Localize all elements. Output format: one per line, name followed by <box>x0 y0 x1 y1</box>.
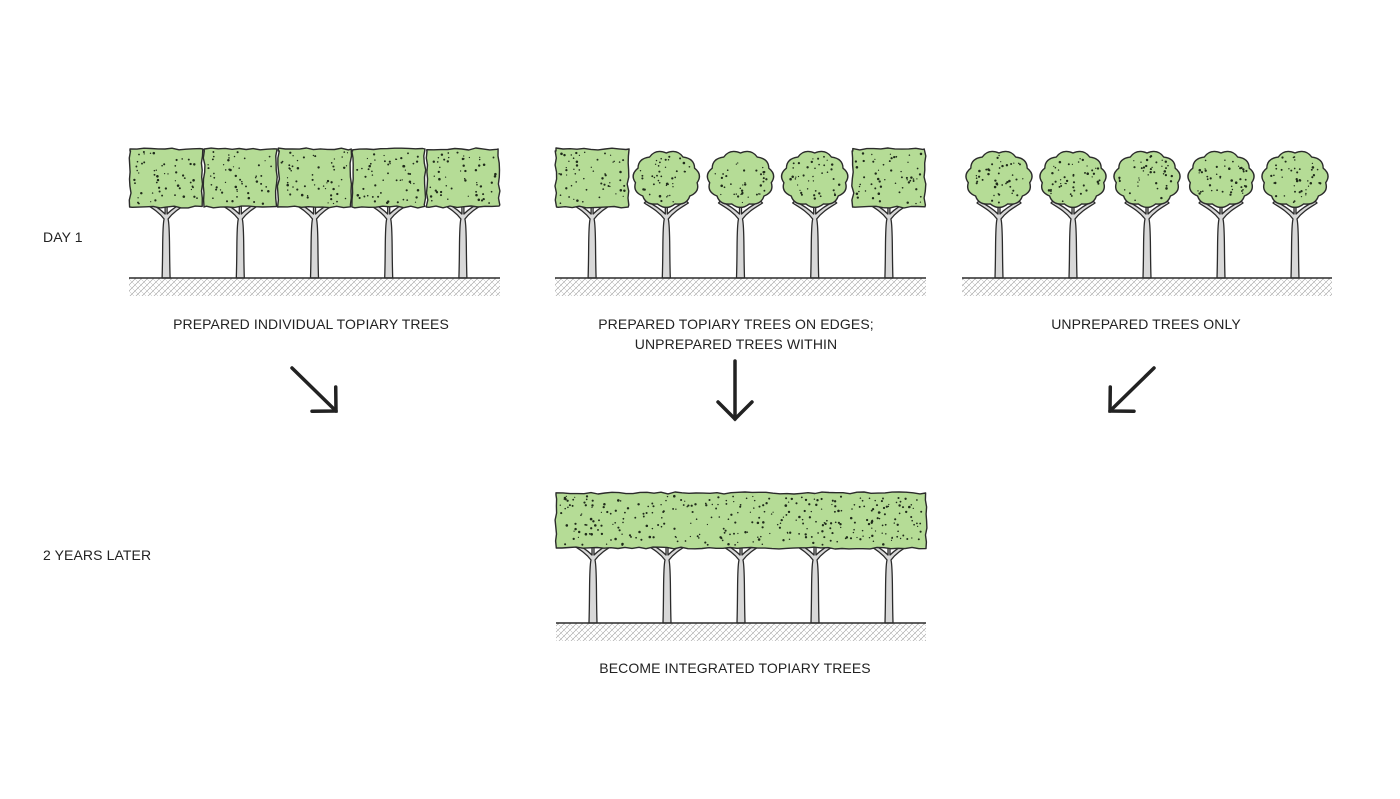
s1-trunk-1 <box>143 200 189 279</box>
s1-crown-4 <box>351 147 427 209</box>
scenario-1-tree-row <box>128 147 501 296</box>
s2-crown-1 <box>554 147 630 209</box>
s3-ground <box>962 277 1332 296</box>
s3-crown-3 <box>1113 150 1181 209</box>
s3-crown-4 <box>1187 150 1255 209</box>
s3-crown-5 <box>1261 150 1329 209</box>
scenario-1-caption: PREPARED INDIVIDUAL TOPIARY TREES <box>173 314 449 334</box>
s1-crown-3 <box>276 147 353 209</box>
s3-trunk-4 <box>1198 200 1244 279</box>
s3-trunk-1 <box>976 200 1022 279</box>
s1-trunk-3 <box>291 200 338 279</box>
scenario-3-tree-row <box>962 150 1332 296</box>
s1-crown-5 <box>425 147 501 209</box>
s2-trunk-4 <box>792 200 838 279</box>
scenario-3-caption: UNPREPARED TREES ONLY <box>1051 314 1241 334</box>
s1-trunk-4 <box>366 200 412 279</box>
result-ground <box>556 622 926 641</box>
scenario-3-caption-line1: UNPREPARED TREES ONLY <box>1051 316 1241 332</box>
s1-ground <box>129 277 500 296</box>
result-trunk-2 <box>644 541 690 624</box>
s2-trunk-3 <box>717 200 764 279</box>
scenario-1-caption-line1: PREPARED INDIVIDUAL TOPIARY TREES <box>173 316 449 332</box>
scenario-2-tree-row <box>554 147 927 296</box>
result-caption-text: BECOME INTEGRATED TOPIARY TREES <box>599 660 871 676</box>
arrows-group <box>290 359 1156 422</box>
result-trunk-1 <box>570 541 616 624</box>
arrow-down-left-icon <box>1108 366 1156 414</box>
scenario-2-caption-line1: PREPARED TOPIARY TREES ON EDGES; <box>598 316 874 332</box>
row-label-day1: DAY 1 <box>43 229 83 245</box>
s1-trunk-2 <box>217 200 263 279</box>
s1-trunk-5 <box>440 200 486 279</box>
arrow-down-icon <box>716 359 754 422</box>
s2-trunk-1 <box>569 200 615 279</box>
scenario-2-caption: PREPARED TOPIARY TREES ON EDGES; UNPREPA… <box>598 314 874 354</box>
s2-trunk-2 <box>643 200 689 279</box>
s2-crown-5 <box>851 147 927 209</box>
result-trunk-4 <box>792 541 838 624</box>
result-tree-row <box>554 491 928 641</box>
row-label-later: 2 YEARS LATER <box>43 547 152 563</box>
s3-trunk-5 <box>1272 200 1318 279</box>
s1-crown-1 <box>128 147 204 209</box>
s3-trunk-3 <box>1124 200 1170 279</box>
s3-crown-1 <box>965 150 1033 209</box>
s3-crown-2 <box>1039 150 1107 209</box>
result-trunk-5 <box>866 541 912 624</box>
scenario-2-caption-line2: UNPREPARED TREES WITHIN <box>634 336 838 352</box>
result-hedge-crown <box>554 491 928 550</box>
s2-ground <box>555 277 926 296</box>
s3-trunk-2 <box>1050 200 1096 279</box>
s1-crown-2 <box>202 147 278 209</box>
s2-crown-4 <box>780 150 849 209</box>
result-trunk-3 <box>718 541 764 624</box>
arrow-down-right-icon <box>290 366 338 414</box>
s2-trunk-5 <box>866 200 912 279</box>
s2-crown-3 <box>706 150 775 209</box>
result-caption: BECOME INTEGRATED TOPIARY TREES <box>599 658 871 678</box>
s2-crown-2 <box>632 150 701 209</box>
